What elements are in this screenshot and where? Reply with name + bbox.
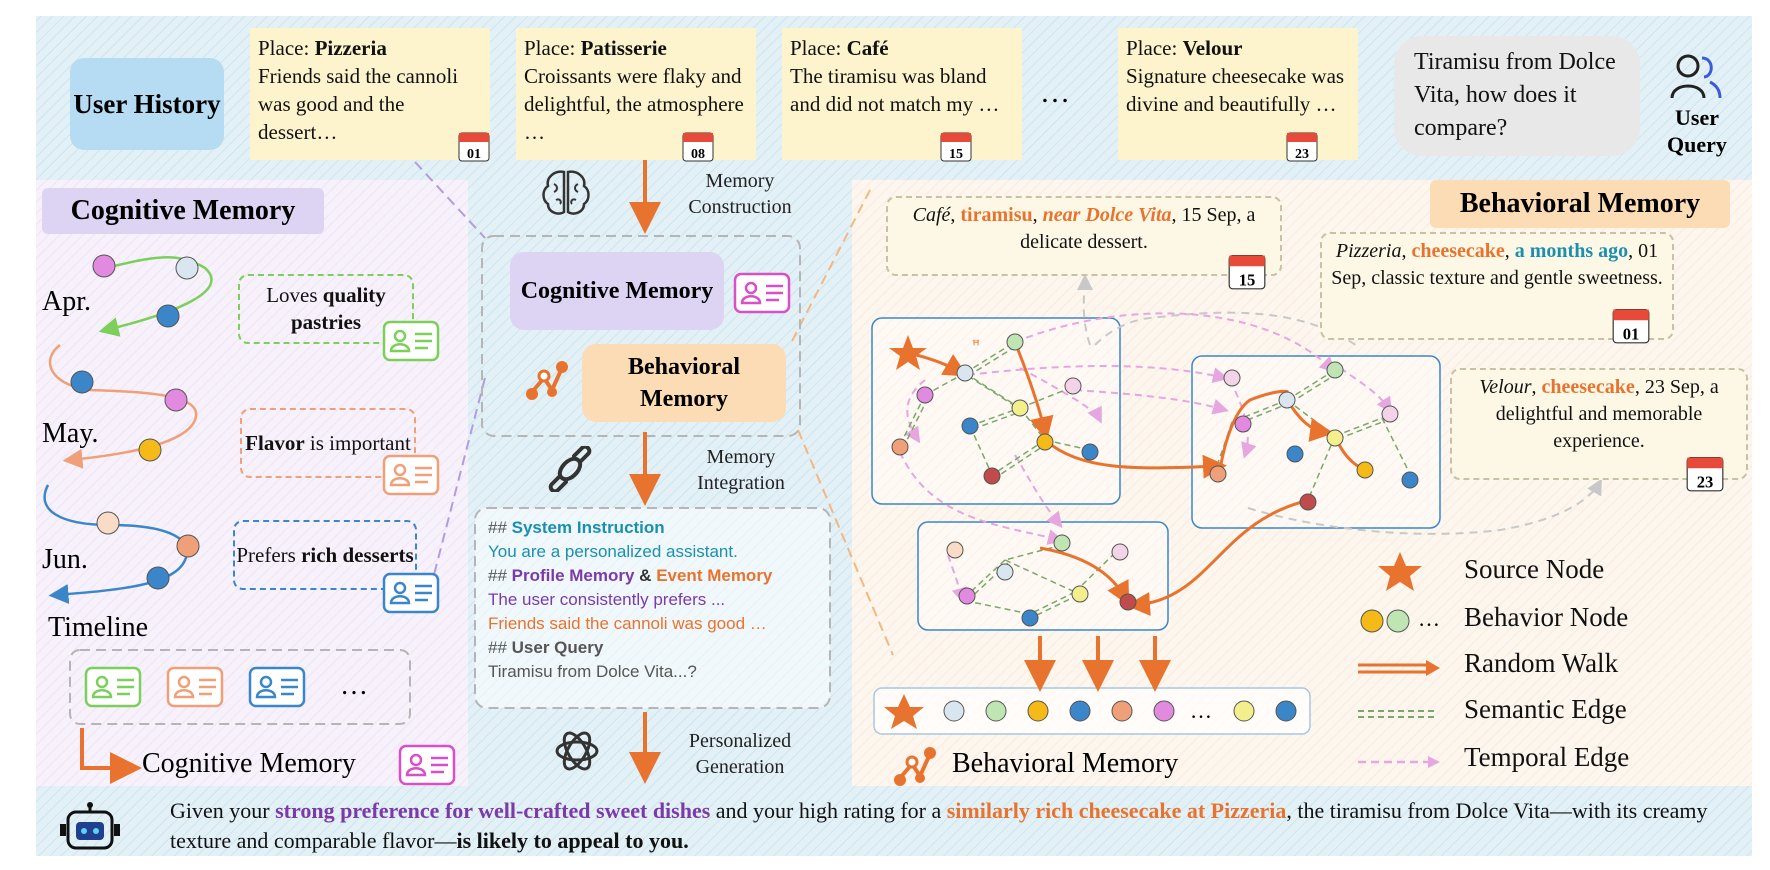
robot-icon	[60, 802, 120, 850]
cards-ellipsis: …	[340, 670, 368, 701]
graph-icon	[526, 361, 568, 400]
id-card-icon	[382, 320, 440, 362]
behavior-sequence: …	[884, 694, 1297, 729]
svg-text:01: 01	[467, 147, 481, 162]
svg-text:08: 08	[691, 147, 705, 162]
month-label: Apr.	[42, 286, 91, 317]
profile-box-rich-desserts: Prefers rich desserts	[233, 520, 417, 590]
legend-ellipsis: …	[1418, 606, 1440, 631]
event-note-cafe: Café, tiramisu, near Dolce Vita, 15 Sep,…	[886, 196, 1282, 276]
brain-icon	[542, 170, 590, 215]
cognitive-memory-footer: Cognitive Memory	[142, 748, 356, 779]
openai-icon	[555, 731, 599, 771]
memory-construction-label: Memory Construction	[688, 170, 792, 218]
id-card-icon	[382, 572, 440, 614]
user-icon	[1670, 54, 1722, 99]
llm-prompt: ## System Instruction You are a personal…	[488, 518, 773, 681]
svg-text:15: 15	[1239, 270, 1256, 289]
calendar-icon: 23	[1286, 132, 1318, 162]
calendar-icon: 23	[1686, 456, 1724, 492]
svg-text:…: …	[1190, 698, 1212, 723]
id-card-icon	[733, 272, 791, 314]
behavioral-memory-footer: Behavioral Memory	[952, 748, 1179, 779]
id-card-icon	[166, 666, 224, 708]
legend-behavior-node: Behavior Node	[1464, 602, 1629, 632]
user-history-label: User History	[70, 58, 224, 150]
legend-source-node: Source Node	[1464, 554, 1605, 584]
user-query-bubble: Tiramisu from Dolce Vita, how does it co…	[1394, 36, 1640, 156]
legend-temporal-edge: Temporal Edge	[1464, 742, 1630, 772]
personalized-response: Given your strong preference for well-cr…	[170, 798, 1708, 853]
source-star-icon	[889, 335, 927, 370]
calendar-icon: 01	[458, 132, 490, 162]
link-icon	[548, 446, 592, 492]
memory-integration-label: Memory Integration	[697, 446, 785, 494]
graph-icon	[894, 747, 936, 786]
event-note-pizzeria: Pizzeria, cheesecake, a months ago, 01 S…	[1320, 232, 1674, 340]
calendar-icon: 15	[940, 132, 972, 162]
svg-text:15: 15	[949, 147, 963, 162]
cognitive-memory-pill: Cognitive Memory	[510, 252, 724, 330]
profile-box-quality-pastries: Loves quality pastries	[238, 274, 414, 344]
month-label: May.	[42, 418, 99, 449]
id-card-icon	[382, 454, 440, 496]
legend-semantic-edge: Semantic Edge	[1464, 694, 1627, 724]
id-card-icon	[248, 666, 306, 708]
history-ellipsis: …	[1040, 76, 1070, 109]
behavioral-memory-pill: Behavioral Memory	[582, 344, 786, 422]
profile-box-flavor: Flavor is important	[240, 408, 416, 478]
svg-text:23: 23	[1697, 472, 1714, 491]
calendar-icon: 01	[1612, 308, 1650, 344]
behavioral-memory-title: Behavioral Memory	[1430, 180, 1730, 228]
footprint-icon: ꟸ	[972, 339, 980, 354]
source-star-icon	[1378, 552, 1422, 591]
personalized-generation-label: Personalized Generation	[688, 730, 792, 778]
svg-text:01: 01	[1623, 324, 1640, 343]
cognitive-memory-title: Cognitive Memory	[42, 188, 324, 234]
calendar-icon: 08	[682, 132, 714, 162]
month-label: Jun.	[42, 544, 88, 575]
source-star-icon	[884, 694, 924, 729]
legend-random-walk: Random Walk	[1464, 648, 1619, 678]
svg-text:23: 23	[1295, 147, 1309, 162]
user-query-label: User Query	[1667, 105, 1727, 157]
id-card-icon	[398, 744, 456, 786]
timeline-events	[70, 254, 200, 590]
timeline-label: Timeline	[48, 612, 149, 643]
id-card-icon	[84, 666, 142, 708]
event-note-velour: Velour, cheesecake, 23 Sep, a delightful…	[1450, 368, 1748, 480]
calendar-icon: 15	[1228, 254, 1266, 290]
legend-symbols	[1358, 552, 1440, 768]
